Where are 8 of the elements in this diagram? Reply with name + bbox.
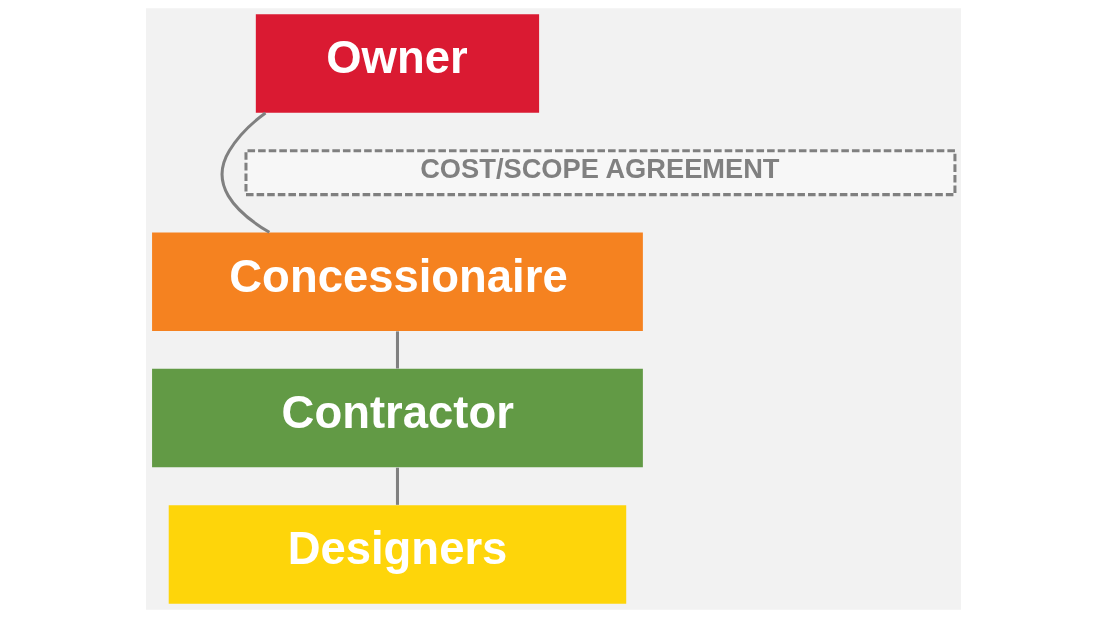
connector	[395, 467, 399, 505]
node-box: Concessionaire	[152, 232, 643, 331]
node-box: Designers	[168, 505, 627, 604]
connector	[395, 331, 399, 369]
node-box: Owner	[255, 14, 540, 113]
node-box: Contractor	[152, 368, 643, 468]
connector	[220, 111, 271, 234]
label: COST/SCOPE AGREEMENT	[420, 152, 780, 184]
